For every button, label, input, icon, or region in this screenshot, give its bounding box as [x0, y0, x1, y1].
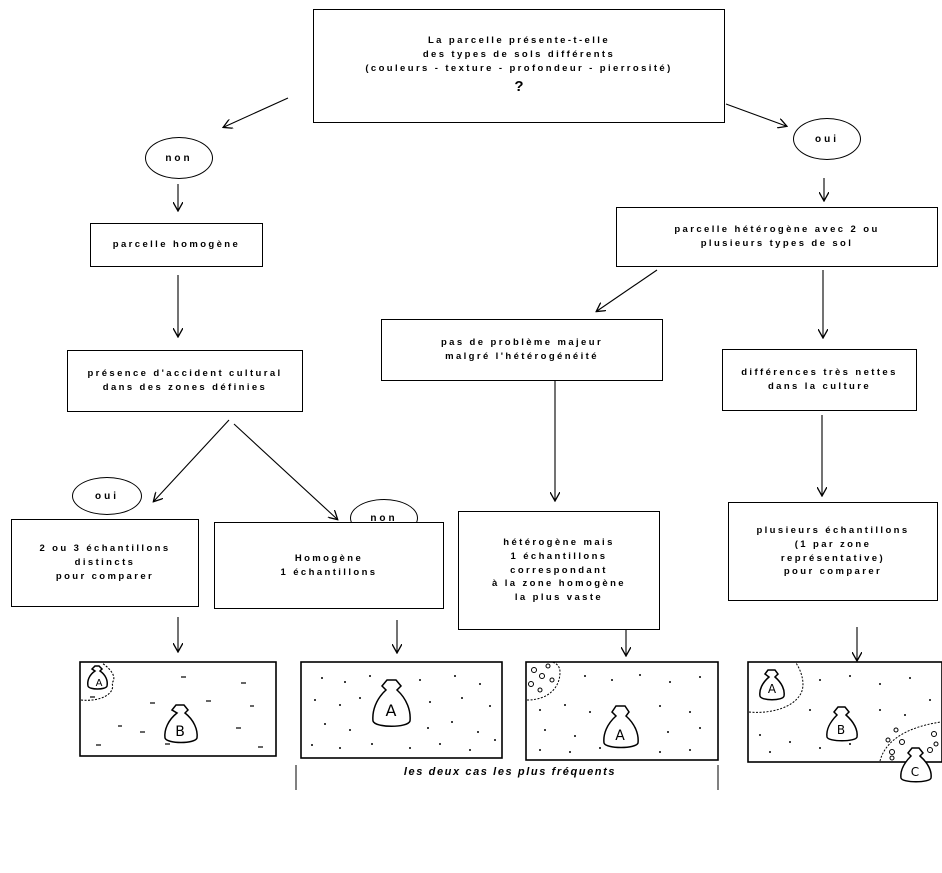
no-major-problem-text: pas de problème majeur malgré l'hétérogé…: [440, 337, 604, 362]
field4-sack-c-label: C: [911, 765, 919, 779]
heterogeneous-sample-box: hétérogène mais 1 échantillons correspon…: [458, 511, 660, 630]
two-three-samples-box: 2 ou 3 échantillons distincts pour compa…: [11, 519, 199, 607]
field1-speckles: [90, 676, 263, 748]
several-samples-box: plusieurs échantillons (1 par zone repré…: [728, 502, 938, 601]
field1-sack-a-label: A: [96, 678, 103, 689]
two-three-samples-text: 2 ou 3 échantillons distincts pour compa…: [39, 543, 171, 582]
field2-sack-a: [372, 679, 411, 727]
field4-sack-b-label: B: [837, 723, 845, 737]
cultural-accident-text: présence d'accident cultural dans des zo…: [87, 368, 283, 393]
heterogeneous-plot-text: parcelle hétérogène avec 2 ou plusieurs …: [674, 224, 880, 249]
arrow-accident-to-oui: [154, 419, 230, 501]
answer-oui-label: oui: [815, 133, 839, 145]
field4-sack-a-label: A: [768, 682, 777, 696]
heterogeneous-plot-box: parcelle hétérogène avec 2 ou plusieurs …: [616, 207, 938, 267]
field3-stone-zone: [526, 661, 561, 701]
field2-speckles: [311, 675, 496, 751]
arrow-accident-to-non: [233, 423, 337, 519]
field1-corner-zone: [80, 662, 115, 701]
answer-oui-2-ellipse: oui: [72, 477, 142, 515]
homogeneous-plot-text: parcelle homogène: [112, 239, 241, 251]
field4-sack-b: [826, 706, 858, 742]
arrow-root-to-oui: [725, 103, 786, 126]
root-question-text: La parcelle présente-t-elle des types de…: [365, 35, 673, 74]
field1-sack-a: [87, 665, 108, 690]
arrow-root-to-non: [224, 97, 289, 127]
field2-sack-a-label: A: [386, 701, 397, 720]
answer-oui-2-label: oui: [95, 490, 119, 502]
field1-sack-b-label: B: [175, 724, 185, 740]
one-sample-box: Homogène 1 échantillons: [214, 522, 444, 609]
field4-stone-zone: [885, 727, 939, 761]
field3-sack-a-label: A: [615, 728, 625, 744]
footer-caption: les deux cas les plus fréquents: [403, 766, 617, 778]
no-major-problem-box: pas de problème majeur malgré l'hétérogé…: [381, 319, 663, 381]
clear-differences-text: différences très nettes dans la culture: [741, 367, 898, 392]
field3-sack-a: [603, 705, 639, 749]
field1-sack-b: [164, 704, 198, 744]
cultural-accident-box: présence d'accident cultural dans des zo…: [67, 350, 303, 412]
answer-non-2-label: non: [370, 512, 398, 524]
several-samples-text: plusieurs échantillons (1 par zone repré…: [756, 524, 910, 578]
answer-non-label: non: [165, 152, 193, 164]
root-question-box: La parcelle présente-t-elle des types de…: [313, 9, 725, 123]
field4-sack-a: [759, 669, 785, 701]
answer-oui-ellipse: oui: [793, 118, 861, 160]
one-sample-text: Homogène 1 échantillons: [280, 552, 378, 578]
heterogeneous-sample-text: hétérogène mais 1 échantillons correspon…: [492, 537, 626, 604]
answer-non-ellipse: non: [145, 137, 213, 179]
field4-sack-c: [900, 747, 932, 783]
field3-speckles: [539, 674, 701, 753]
field4-zone-borders: [748, 662, 942, 762]
homogeneous-plot-box: parcelle homogène: [90, 223, 263, 267]
clear-differences-box: différences très nettes dans la culture: [722, 349, 917, 411]
arrow-hetero-to-noproblem: [597, 269, 658, 311]
field4-speckles: [759, 675, 931, 753]
question-mark: ?: [514, 77, 524, 95]
